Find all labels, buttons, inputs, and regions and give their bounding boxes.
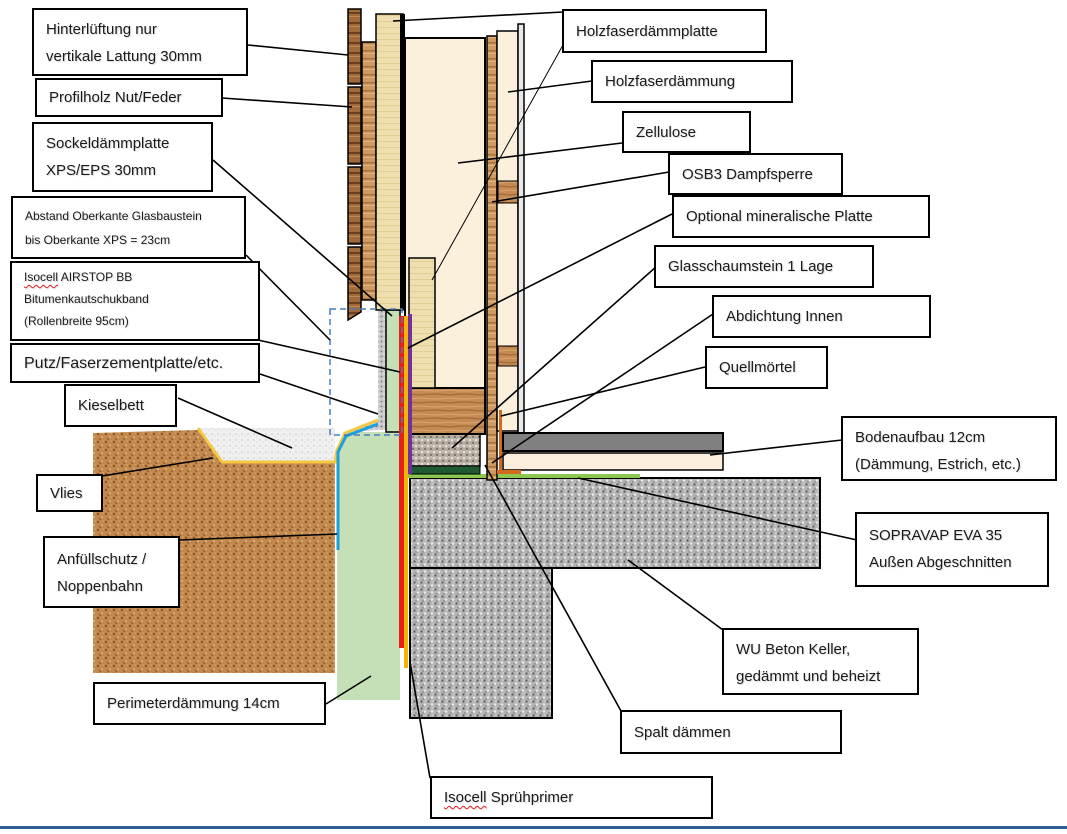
- floor-top-layer: [502, 432, 724, 452]
- label-text: Zellulose: [636, 123, 697, 141]
- label-text: gedämmt und beheizt: [736, 668, 881, 685]
- label-text: Isocell AIRSTOP BB: [24, 266, 246, 288]
- label-vlies: Vlies: [36, 474, 103, 512]
- label-text: Bodenaufbau 12cm: [855, 429, 986, 446]
- label-holzfaserdaemmplatte: Holzfaserdämmplatte: [562, 9, 767, 53]
- dashed-guide-box: [329, 308, 403, 436]
- swelling-mortar-base: [497, 470, 521, 474]
- label-osb3: OSB3 Dampfsperre: [668, 153, 843, 195]
- label-spalt: Spalt dämmen: [620, 710, 842, 754]
- spray-primer-orange: [404, 316, 408, 668]
- label-text: bis Oberkante XPS = 23cm: [25, 233, 171, 247]
- label-text: Sprühprimer: [486, 789, 574, 806]
- perimeter-insulation: [337, 432, 400, 700]
- fleece-line: [196, 418, 379, 464]
- concrete-wall: [409, 567, 553, 719]
- swelling-mortar: [499, 410, 502, 472]
- label-zellulose: Zellulose: [622, 111, 751, 153]
- label-kieselbett: Kieselbett: [64, 384, 177, 427]
- label-quellmoertel: Quellmörtel: [705, 346, 828, 389]
- inner-sealing-purple: [408, 314, 412, 474]
- label-sockeldaemmplatte: Sockeldämmplatte XPS/EPS 30mm: [32, 122, 213, 192]
- vertical-batten-1: [347, 8, 362, 85]
- gravel-bed: [198, 428, 335, 462]
- profile-wood-cladding: [361, 41, 377, 301]
- label-text: Quellmörtel: [719, 359, 796, 376]
- label-putz: Putz/Faserzementplatte/etc.: [10, 343, 260, 383]
- inner-wood-block-2: [497, 345, 519, 367]
- label-text: Holzfaserdämmung: [605, 73, 736, 90]
- label-glasschaumstein: Glasschaumstein 1 Lage: [654, 245, 874, 288]
- foam-glass-base: [409, 465, 481, 475]
- inner-board: [517, 23, 525, 435]
- label-mineralische-platte: Optional mineralische Platte: [672, 195, 930, 238]
- leader-lines: [101, 11, 858, 779]
- label-text: (Dämmung, Estrich, etc.): [855, 456, 1021, 473]
- label-text: vertikale Lattung 30mm: [46, 48, 202, 65]
- label-text: Außen Abgeschnitten: [869, 554, 1012, 571]
- label-anfuellschutz: Anfüllschutz / Noppenbahn: [43, 536, 180, 608]
- bitumen-band-red: [399, 316, 404, 648]
- label-text: Glasschaumstein 1 Lage: [668, 258, 834, 275]
- brand-text: Isocell: [24, 270, 59, 284]
- bottom-border: [0, 826, 1067, 829]
- label-abdichtung-innen: Abdichtung Innen: [712, 295, 931, 338]
- label-text: Isocell Sprühprimer: [444, 784, 573, 811]
- foam-glass-stone: [409, 433, 481, 467]
- label-text: Optional mineralische Platte: [686, 208, 873, 225]
- label-wu-beton: WU Beton Keller, gedämmt und beheizt: [722, 628, 919, 695]
- floor-bottom-layer: [502, 452, 724, 471]
- label-text: Bitumenkautschukband: [24, 292, 149, 306]
- label-text: Kieselbett: [78, 397, 144, 414]
- wood-fiber-board-edge: [400, 14, 405, 310]
- label-text: Hinterlüftung nur: [46, 21, 157, 38]
- concrete-slab: [409, 477, 821, 569]
- sill-beam: [409, 387, 486, 435]
- label-perimeter: Perimeterdämmung 14cm: [93, 682, 326, 725]
- wood-fiber-board: [375, 13, 404, 311]
- label-sopravap: SOPRAVAP EVA 35 Außen Abgeschnitten: [855, 512, 1049, 587]
- label-text: SOPRAVAP EVA 35: [869, 527, 1003, 544]
- label-abstand: Abstand Oberkante Glasbaustein bis Oberk…: [11, 196, 246, 259]
- label-text: Spalt dämmen: [634, 723, 731, 741]
- label-text: (Rollenbreite 95cm): [24, 314, 129, 328]
- label-text: XPS/EPS 30mm: [46, 162, 157, 179]
- label-text: Vlies: [50, 484, 83, 502]
- label-airstop: Isocell AIRSTOP BB Bitumenkautschukband …: [10, 261, 260, 341]
- label-text: Abstand Oberkante Glasbaustein: [25, 209, 202, 223]
- sopravap-membrane: [408, 474, 640, 478]
- label-hinterlueftung: Hinterlüftung nur vertikale Lattung 30mm: [32, 8, 248, 76]
- brand-text: Isocell: [444, 789, 487, 806]
- label-text: Abdichtung Innen: [726, 308, 843, 325]
- dimple-membrane-line: [336, 422, 379, 550]
- label-profilholz: Profilholz Nut/Feder: [35, 78, 223, 117]
- label-text: Noppenbahn: [57, 578, 143, 595]
- label-text: Holzfaserdämmplatte: [576, 22, 718, 40]
- label-holzfaserdaemmung: Holzfaserdämmung: [591, 60, 793, 103]
- label-text: OSB3 Dampfsperre: [682, 165, 813, 183]
- label-text: Anfüllschutz /: [57, 551, 147, 568]
- label-text: Putz/Faserzementplatte/etc.: [24, 354, 224, 372]
- label-text: Profilholz Nut/Feder: [49, 89, 182, 106]
- label-text: AIRSTOP BB: [58, 270, 133, 284]
- label-text: Perimeterdämmung 14cm: [107, 695, 280, 712]
- vertical-batten-3: [347, 166, 362, 245]
- label-bodenaufbau: Bodenaufbau 12cm (Dämmung, Estrich, etc.…: [841, 416, 1057, 481]
- label-text: Sockeldämmplatte: [46, 135, 170, 152]
- vertical-batten-2: [347, 86, 362, 165]
- label-spruehprimer: Isocell Sprühprimer: [430, 776, 713, 819]
- label-text: WU Beton Keller,: [736, 641, 851, 658]
- mineral-plate: [408, 257, 436, 389]
- soil: [93, 430, 335, 673]
